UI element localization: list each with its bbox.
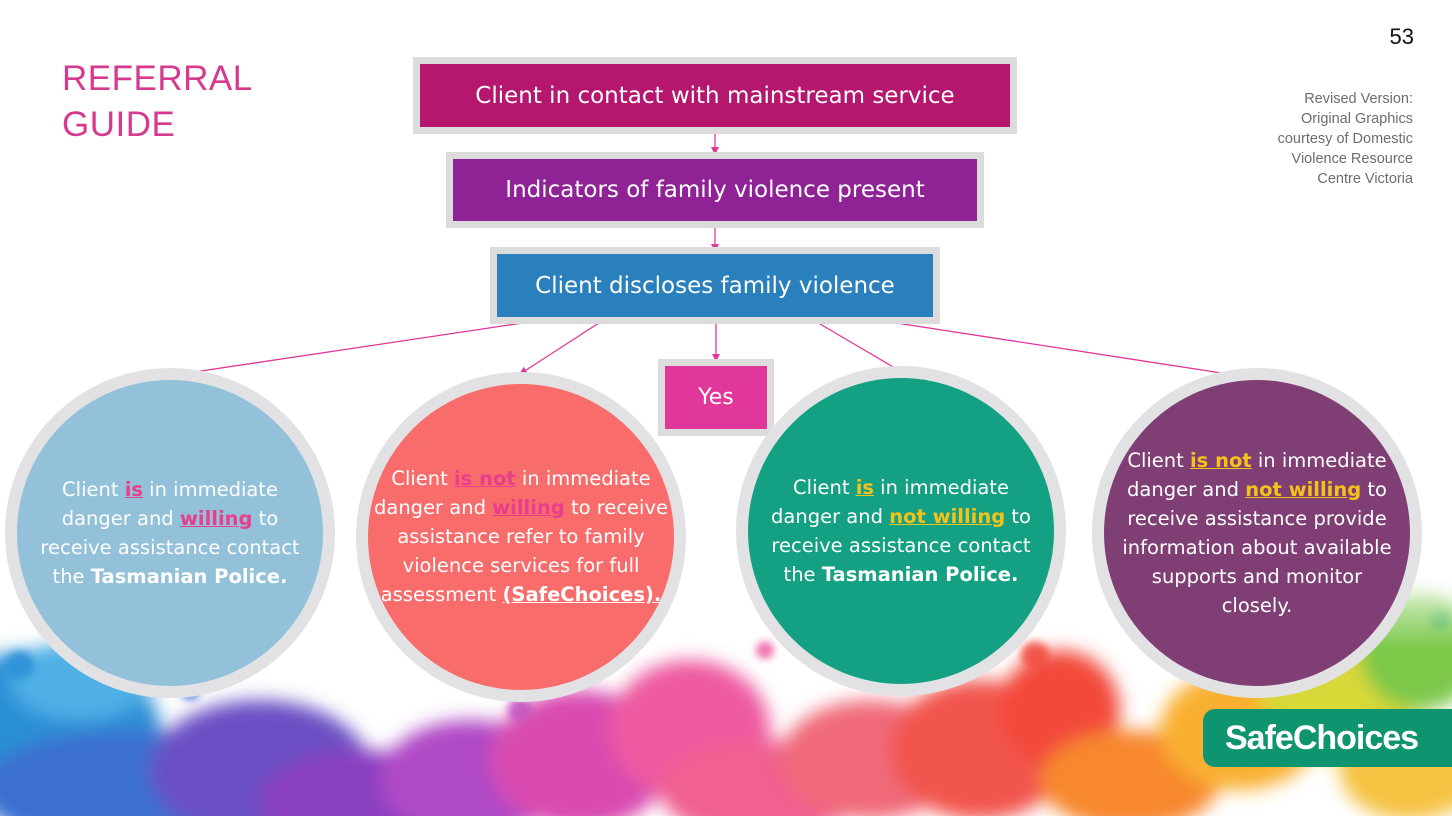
step-label: Indicators of family violence present <box>453 159 977 221</box>
credit-line: Violence Resource <box>1291 151 1413 167</box>
highlight-willing: willing <box>179 507 253 530</box>
safechoices-logo: SafeChoices <box>1203 709 1452 767</box>
title-line-1: REFERRAL <box>62 59 253 98</box>
text-run: danger and <box>61 507 180 530</box>
outcome-4-circle: Client is not in immediate danger and no… <box>1104 380 1410 686</box>
text-run: danger and <box>1127 478 1246 501</box>
credit-line: Original Graphics <box>1300 111 1413 127</box>
highlight-willing: willing <box>492 496 565 519</box>
step-client-in-contact: Client in contact with mainstream servic… <box>413 57 1017 134</box>
arrow-to-outcome-4 <box>889 321 1255 381</box>
text-run: the <box>52 565 91 588</box>
text-run: Client <box>1127 449 1190 472</box>
safechoices-label: (SafeChoices). <box>502 583 662 606</box>
highlight-not-willing: not willing <box>1245 478 1362 501</box>
credit-line: Revised Version: <box>1304 91 1413 107</box>
outcome-2-circle: Client is not in immediate danger and wi… <box>368 384 674 690</box>
text-run: the <box>783 563 822 586</box>
text-run: danger and <box>771 505 890 528</box>
text-run: in immediate <box>873 476 1009 499</box>
highlight-is: is <box>124 478 143 501</box>
highlight-is: is <box>855 476 874 499</box>
outcome-1-text: Client is in immediate danger and willin… <box>40 475 299 591</box>
highlight-is-not: is not <box>454 467 516 490</box>
arrow-to-outcome-2 <box>519 320 603 375</box>
title-line-2: GUIDE <box>62 105 176 144</box>
text-run: danger and <box>374 496 493 519</box>
page-title: REFERRAL GUIDE <box>62 56 253 148</box>
text-run: Client <box>62 478 125 501</box>
outcome-3-text: Client is in immediate danger and not wi… <box>771 473 1031 589</box>
yes-box: Yes <box>658 359 774 436</box>
yes-label: Yes <box>665 366 767 429</box>
text-run: receive assistance contact <box>771 534 1031 557</box>
text-run: Client <box>793 476 856 499</box>
text-run: Client <box>391 467 454 490</box>
text-run: to <box>1361 478 1387 501</box>
text-run: assistance refer to family <box>397 525 645 548</box>
logo-text: SafeChoices <box>1225 718 1419 757</box>
text-run: in immediate <box>1251 449 1387 472</box>
outcome-2-text: Client is not in immediate danger and wi… <box>374 464 668 609</box>
highlight-is-not: is not <box>1189 449 1252 472</box>
step-client-discloses: Client discloses family violence <box>490 247 940 324</box>
step-label: Client discloses family violence <box>497 254 933 317</box>
text-run: to <box>1005 505 1031 528</box>
tasmanian-police-label: Tasmanian Police. <box>821 563 1019 586</box>
highlight-not-willing: not willing <box>889 505 1006 528</box>
text-run: to <box>252 507 279 530</box>
outcome-4-text: Client is not in immediate danger and no… <box>1122 446 1391 620</box>
step-label: Client in contact with mainstream servic… <box>420 64 1010 127</box>
text-run: closely. <box>1221 594 1293 617</box>
text-run: receive assistance provide <box>1127 507 1387 530</box>
text-run: receive assistance contact <box>40 536 300 559</box>
text-run: supports and monitor <box>1151 565 1363 588</box>
step-indicators-present: Indicators of family violence present <box>446 152 984 228</box>
text-run: violence services for full <box>402 554 640 577</box>
page-number: 53 <box>1389 24 1414 49</box>
credit-note: Revised Version: Original Graphics court… <box>1213 89 1413 189</box>
credit-line: Centre Victoria <box>1317 171 1413 187</box>
text-run: information about available <box>1122 536 1392 559</box>
outcome-1-circle: Client is in immediate danger and willin… <box>17 380 323 686</box>
text-run: assessment <box>380 583 503 606</box>
outcome-3-circle: Client is in immediate danger and not wi… <box>748 378 1054 684</box>
text-run: to receive <box>564 496 668 519</box>
tasmanian-police-label: Tasmanian Police. <box>90 565 288 588</box>
credit-line: courtesy of Domestic <box>1277 131 1413 147</box>
arrow-to-outcome-1 <box>173 320 537 378</box>
text-run: in immediate <box>515 467 651 490</box>
text-run: in immediate <box>142 478 278 501</box>
